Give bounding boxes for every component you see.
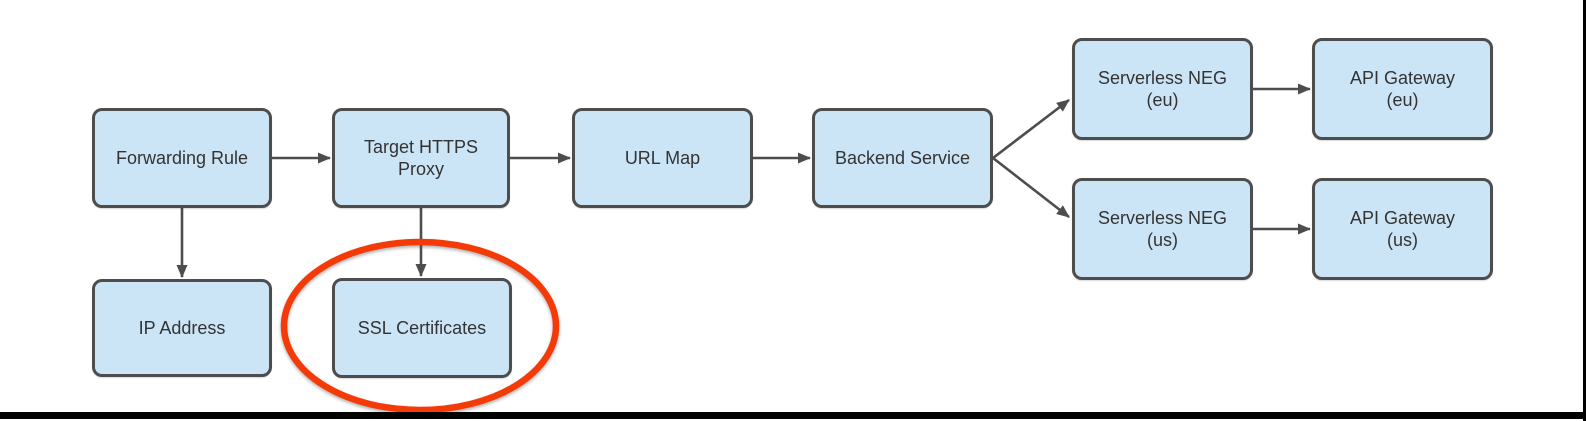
node-serverless-neg-eu: Serverless NEG (eu) [1072, 38, 1253, 140]
node-forwarding-rule: Forwarding Rule [92, 108, 272, 208]
node-serverless-neg-us: Serverless NEG (us) [1072, 178, 1253, 280]
frame-right-edge [1583, 0, 1586, 421]
node-api-gateway-us: API Gateway (us) [1312, 178, 1493, 280]
frame-bottom-edge [0, 412, 1586, 419]
node-api-gateway-eu: API Gateway (eu) [1312, 38, 1493, 140]
node-url-map: URL Map [572, 108, 753, 208]
node-ssl-certificates: SSL Certificates [332, 278, 512, 378]
node-target-https-proxy: Target HTTPS Proxy [332, 108, 510, 208]
node-backend-service: Backend Service [812, 108, 993, 208]
arrow-backend-service-to-serverless-neg-us [992, 156, 1070, 219]
node-ip-address: IP Address [92, 279, 272, 377]
arrow-backend-service-to-serverless-neg-eu [992, 98, 1070, 160]
